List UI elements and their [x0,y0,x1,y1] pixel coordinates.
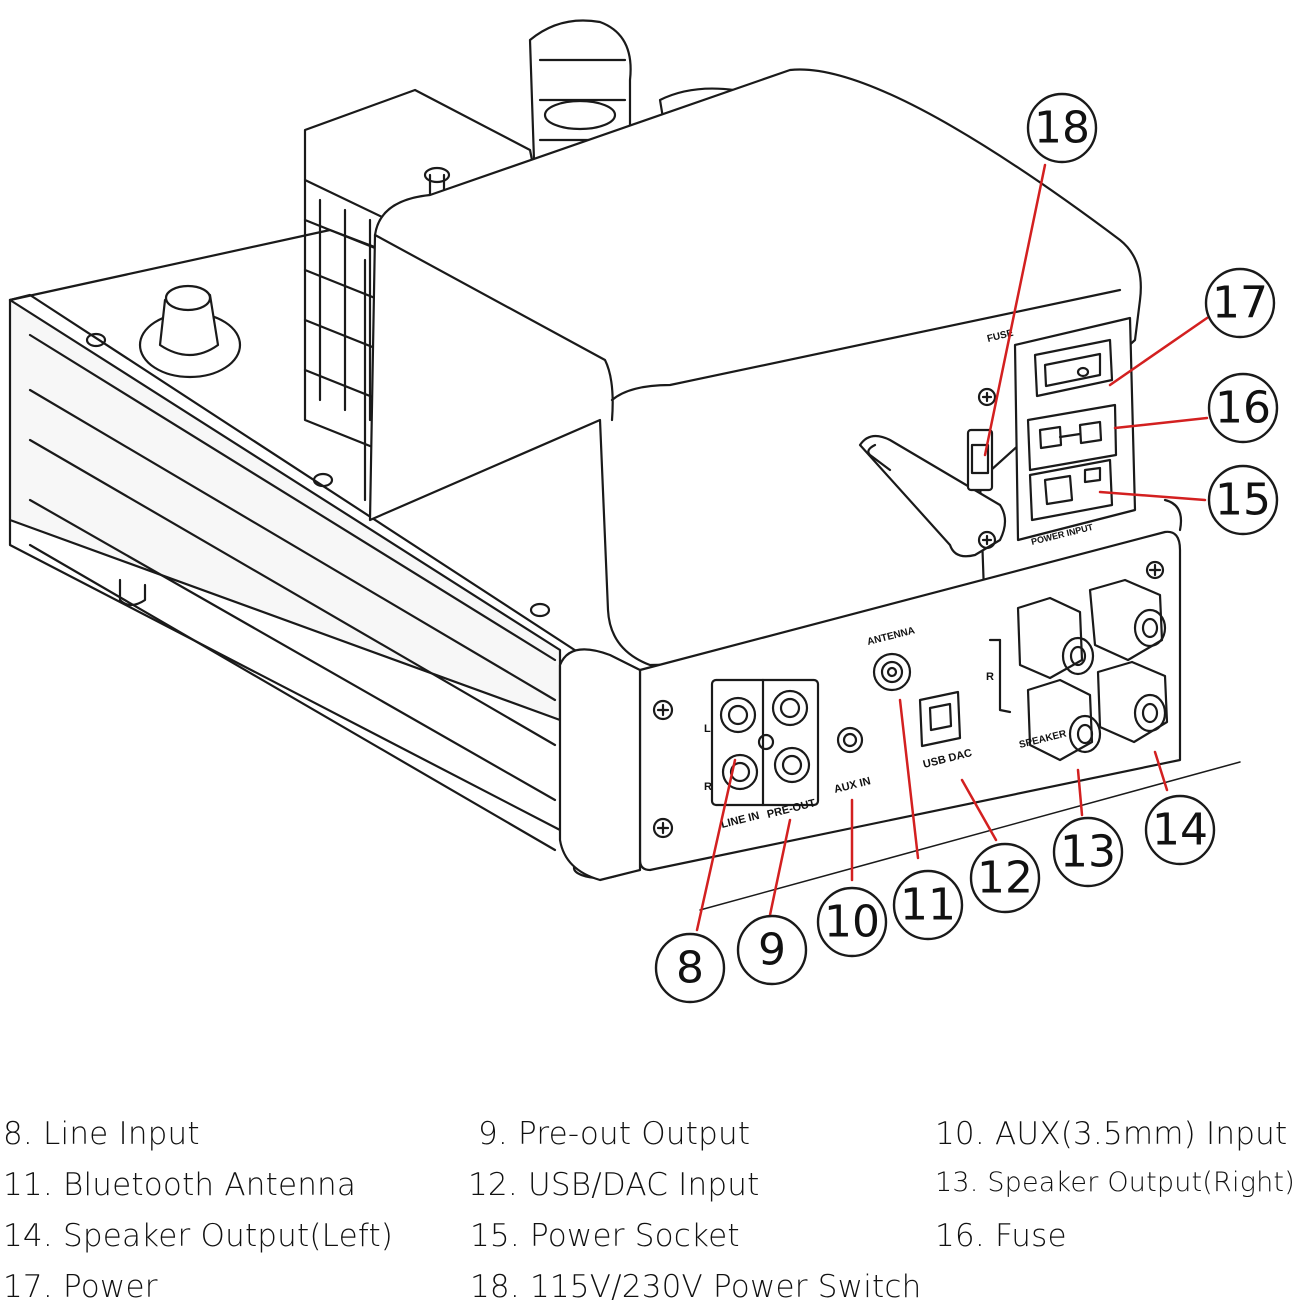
speaker-terminals [1016,578,1169,762]
leader-14 [1153,750,1169,792]
callout-numbers: 8 9 10 11 12 13 14 15 16 17 18 [676,103,1271,994]
legend-item-16: 16. Fuse [935,1218,1067,1254]
callout-circle-14 [1144,794,1216,866]
legend-item-17: 17. Power [3,1269,158,1305]
callout-13: 13 [1060,827,1116,878]
callout-circle-8 [654,932,726,1004]
legend: 8. Line Input 9. Pre-out Output 10. AUX(… [0,1108,1304,1308]
leader-18 [983,163,1047,457]
callout-11: 11 [900,880,956,931]
chassis-body [8,228,1142,880]
legend-item-9: 9. Pre-out Output [478,1116,751,1152]
amplifier-rear-diagram: LINE IN PRE-OUT AUX IN ANTENNA USB DAC P… [8,19,1279,1004]
legend-item-14: 14. Speaker Output(Left) [3,1218,394,1254]
callout-circle-17 [1204,267,1276,339]
leader-16 [1113,416,1209,430]
legend-item-13: 13. Speaker Output(Right) [935,1167,1295,1198]
label-speaker-r: R [986,671,994,683]
legend-item-10: 10. AUX(3.5mm) Input [935,1116,1288,1152]
callout-circle-11 [892,869,964,941]
power-module [1013,316,1137,542]
callout-17: 17 [1212,278,1268,329]
callout-circle-10 [816,886,888,958]
callout-circle-18 [1026,92,1098,164]
callout-14: 14 [1152,805,1208,856]
callout-circle-12 [969,842,1041,914]
callout-circle-16 [1207,372,1279,444]
leader-9 [768,818,792,917]
leader-lines [695,163,1209,932]
callout-9: 9 [758,925,786,976]
transformer-cover [363,68,1142,667]
leader-11 [898,698,920,860]
leader-13 [1076,768,1084,817]
callouts [654,92,1279,1004]
callout-18: 18 [1034,103,1090,154]
rear-panel [558,498,1241,911]
callout-10: 10 [824,897,880,948]
callout-circle-13 [1052,816,1124,888]
legend-item-11: 11. Bluetooth Antenna [3,1167,357,1203]
callout-8: 8 [676,943,704,994]
legend-item-18: 18. 115V/230V Power Switch [470,1269,922,1305]
callout-12: 12 [977,853,1033,904]
leader-12 [960,778,998,842]
leader-15 [1098,490,1207,502]
label-channel-l: L [704,723,711,735]
callout-16: 16 [1215,383,1271,434]
label-channel-r: R [704,781,712,793]
leader-17 [1108,316,1209,387]
legend-item-8: 8. Line Input [3,1116,200,1152]
legend-item-15: 15. Power Socket [470,1218,740,1254]
callout-circle-9 [736,914,808,986]
leader-8 [695,758,737,932]
legend-item-12: 12. USB/DAC Input [468,1167,760,1203]
callout-15: 15 [1215,475,1271,526]
callout-circle-15 [1207,464,1279,536]
